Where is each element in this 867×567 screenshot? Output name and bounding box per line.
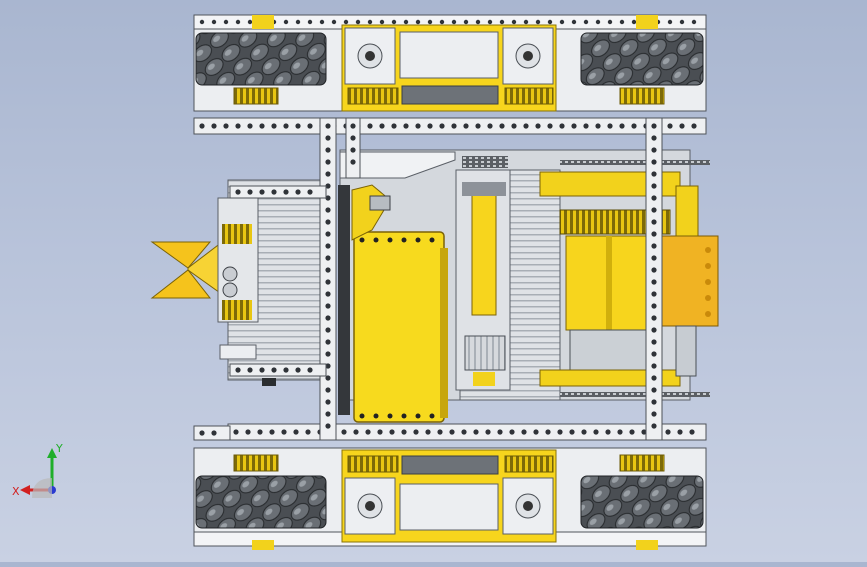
- front-motor-mount[interactable]: [252, 15, 658, 112]
- x-axis-arrow: [20, 485, 30, 495]
- x-axis-label: X: [12, 485, 20, 498]
- axis-triad: Y X: [12, 442, 63, 498]
- y-axis-arrow: [47, 448, 57, 458]
- hole-row: [199, 19, 697, 25]
- rear-motor-mount[interactable]: [252, 449, 658, 550]
- mecanum-wheel-front-right[interactable]: [580, 32, 704, 105]
- y-axis-label: Y: [55, 442, 63, 455]
- mecanum-wheel-rear-right[interactable]: [580, 454, 704, 529]
- bottom-crossbeam: [227, 423, 707, 441]
- top-crossbeam: [193, 117, 707, 135]
- bottom-crossbeam-stub: [193, 425, 231, 441]
- left-rail-lower: [229, 363, 327, 377]
- battery-pack[interactable]: [338, 184, 448, 423]
- perforated-beams: [193, 117, 707, 441]
- front-claw[interactable]: [150, 197, 276, 386]
- bottom-drive-module[interactable]: [193, 447, 707, 550]
- right-vertical-beam: [645, 117, 663, 441]
- left-vertical-beam: [319, 117, 337, 441]
- mecanum-wheel-front-left[interactable]: [195, 32, 327, 105]
- bracket-beam: [345, 117, 361, 179]
- mecanum-wheel-rear-left[interactable]: [195, 454, 327, 529]
- left-rail-upper: [229, 185, 327, 199]
- center-lead-screw[interactable]: [455, 156, 511, 391]
- origin-plane: [32, 478, 52, 498]
- top-drive-module[interactable]: [193, 14, 707, 112]
